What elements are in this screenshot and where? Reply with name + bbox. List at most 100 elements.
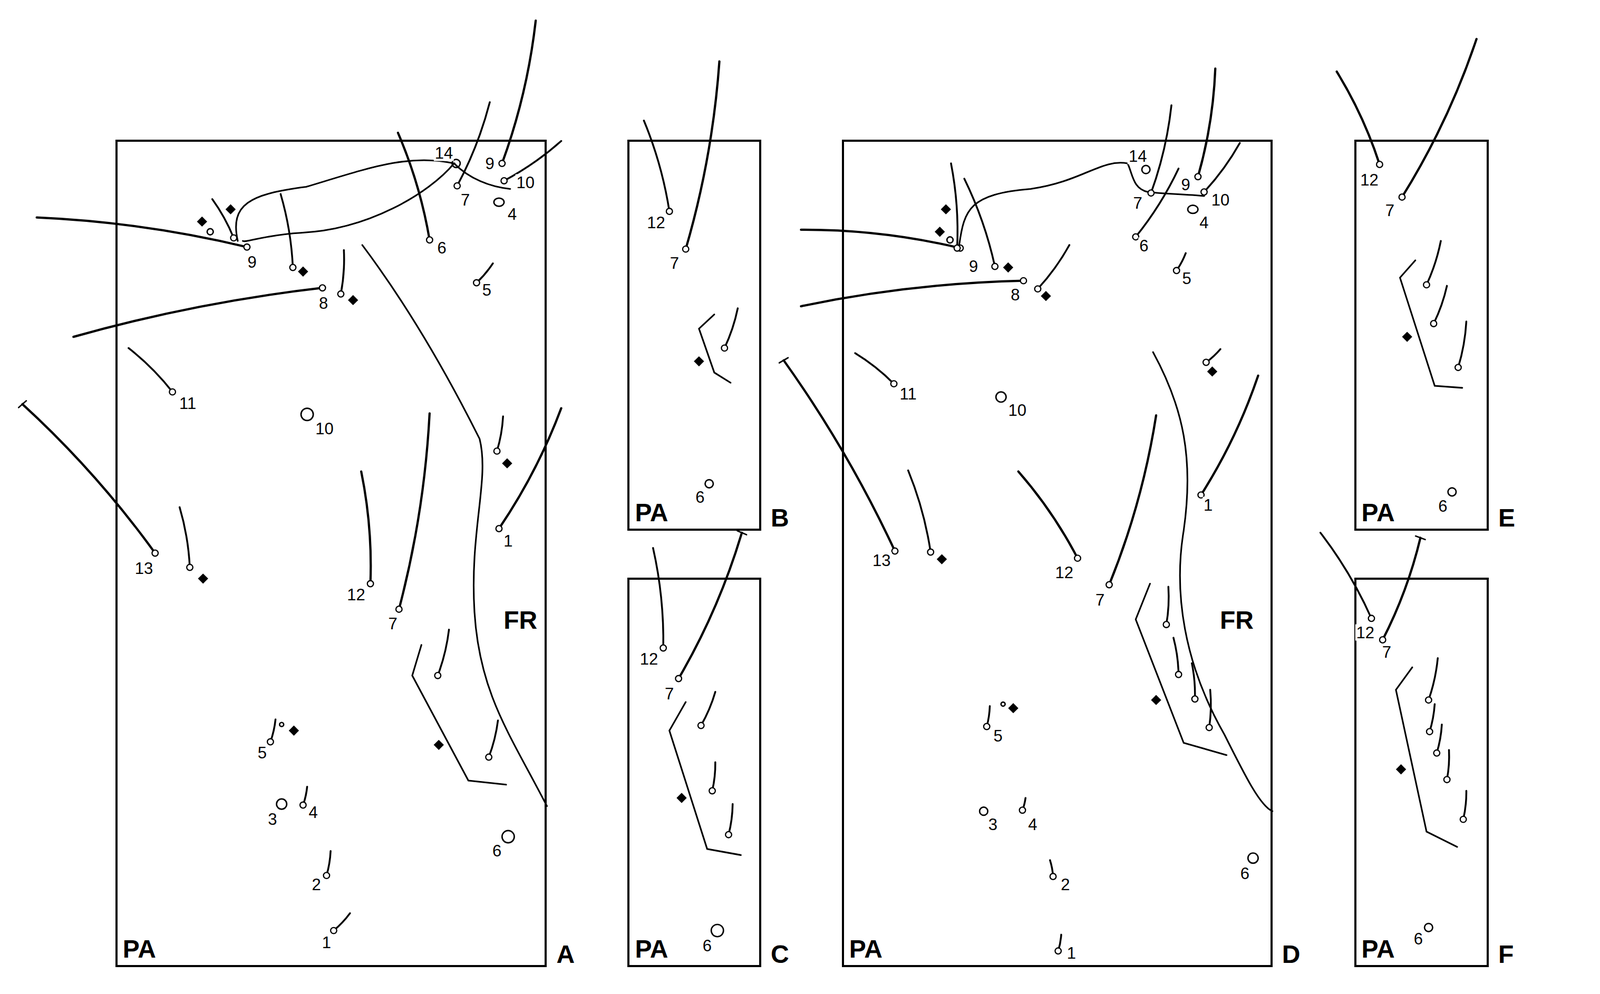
diamond-mark: [197, 216, 208, 227]
seta-socket: [1195, 173, 1202, 180]
region-label: FR: [503, 607, 538, 634]
seta-socket: [299, 802, 307, 809]
pore: [207, 228, 214, 236]
seta-socket: [1148, 189, 1155, 197]
seta-socket: [1050, 873, 1057, 880]
pore: [276, 799, 287, 810]
diamond-mark: [1007, 703, 1018, 714]
seta: [653, 548, 664, 649]
seta-number: 7: [1381, 643, 1393, 661]
pore: [711, 924, 724, 937]
seta-number: 2: [1059, 876, 1071, 894]
seta-number: 12: [638, 651, 659, 668]
seta-socket: [500, 177, 508, 184]
pore: [1187, 205, 1198, 213]
seta-socket: [395, 606, 403, 613]
seta: [179, 507, 190, 568]
seta: [1209, 690, 1211, 729]
seta-number: 10: [314, 420, 335, 437]
seta: [437, 629, 449, 676]
seta: [488, 720, 498, 758]
seta-number: 9: [1180, 176, 1192, 193]
seta-number: 14: [433, 144, 454, 162]
seta-socket: [1430, 320, 1438, 327]
seta-socket: [1173, 267, 1180, 274]
seta-number: 4: [506, 206, 518, 223]
region-label: PA: [634, 936, 668, 963]
seta-number: 4: [307, 803, 319, 821]
seta-socket: [725, 831, 732, 839]
seta: [340, 250, 344, 295]
seta-socket: [1425, 696, 1432, 704]
seta: [1447, 750, 1450, 780]
pore: [1247, 853, 1258, 864]
seta-socket: [1020, 277, 1027, 285]
pore: [946, 236, 954, 244]
seta: [1204, 142, 1240, 192]
seta-number: 6: [1239, 865, 1251, 882]
seta-socket: [1106, 582, 1113, 589]
seta: [1037, 245, 1070, 289]
seta-socket: [337, 291, 345, 298]
seta-socket: [1460, 816, 1467, 823]
panel-box: PAFRD: [841, 139, 1273, 968]
diamond-mark: [198, 573, 209, 584]
seta-socket: [496, 525, 503, 532]
seta-number: 6: [701, 937, 713, 955]
diamond-mark: [1150, 695, 1161, 706]
seta-socket: [1191, 695, 1199, 703]
seta-socket: [289, 264, 297, 271]
seta: [1463, 790, 1467, 820]
seta-number: 1: [321, 934, 333, 952]
seta-number: 6: [694, 488, 706, 506]
seta-number: 7: [663, 685, 675, 703]
seta-number: 14: [1127, 148, 1148, 165]
seta-number: 1: [502, 532, 514, 549]
seta: [1109, 415, 1157, 585]
seta-number: 6: [491, 842, 503, 860]
seta: [1426, 240, 1441, 285]
seta-number: 3: [987, 816, 999, 833]
seta-socket: [499, 160, 506, 167]
seta-number: 5: [992, 727, 1004, 744]
diamond-mark: [1401, 331, 1412, 342]
seta-number: 13: [133, 560, 154, 577]
seta-number: 7: [459, 191, 471, 209]
seta: [1336, 71, 1380, 165]
seta-socket: [1376, 161, 1383, 168]
seta-number: 6: [435, 239, 448, 257]
diamond-mark: [941, 204, 952, 215]
seta-socket: [453, 182, 461, 190]
seta: [1429, 704, 1435, 732]
seta: [1401, 39, 1477, 198]
seta: [1018, 471, 1078, 559]
seta: [685, 61, 720, 250]
seta-socket: [1399, 194, 1406, 201]
panel-box: PAFRA: [115, 139, 548, 968]
seta: [399, 413, 430, 610]
seta: [1428, 658, 1438, 701]
seta-socket: [151, 550, 159, 557]
seta-socket: [1368, 615, 1375, 623]
seta: [1173, 637, 1179, 675]
seta: [1436, 724, 1442, 754]
seta-number: 7: [1132, 195, 1144, 212]
seta-socket: [244, 244, 251, 251]
seta-socket: [891, 548, 899, 555]
seta: [361, 471, 371, 585]
seta-number: 8: [317, 294, 329, 312]
seta: [457, 102, 490, 187]
seta-socket: [485, 754, 492, 761]
seta-socket: [1054, 948, 1062, 955]
seta: [728, 804, 733, 836]
seta-number: 2: [310, 876, 322, 894]
seta-socket: [1074, 555, 1081, 562]
pore: [1448, 488, 1457, 497]
seta-socket: [330, 927, 337, 935]
seta-number: 5: [1180, 270, 1192, 287]
seta-socket: [1379, 636, 1386, 644]
seta: [73, 287, 323, 337]
seta-number: 10: [1210, 191, 1231, 209]
seta-tip: [18, 400, 26, 408]
seta: [800, 280, 1024, 307]
